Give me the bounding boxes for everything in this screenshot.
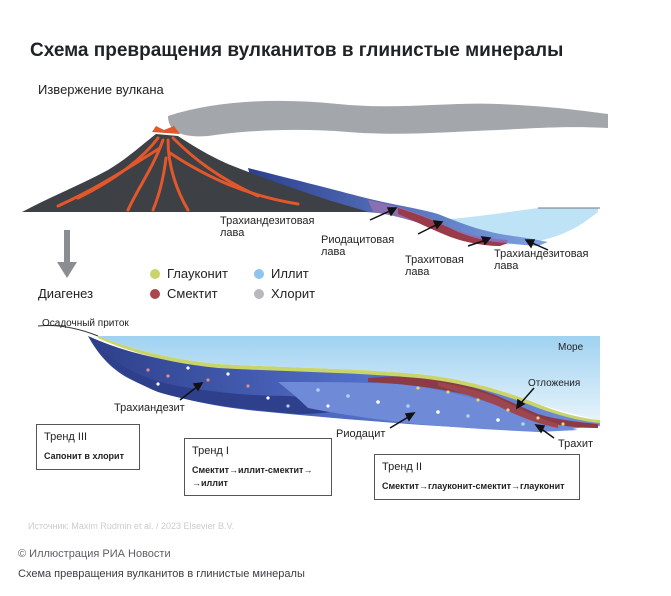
label-trachyandesite-lava-2: Трахиандезитовая лава xyxy=(494,248,589,272)
riodacite-layer xyxy=(278,382,578,432)
trend-box-1: Тренд I Смектит→иллит-смектит→ →иллит xyxy=(184,438,332,496)
source-note: Источник: Maxim Rudmin et al. / 2023 Els… xyxy=(28,521,235,531)
label-riodacite-lava: Риодацитовая лава xyxy=(321,234,395,258)
legend-item-smectite: Смектит xyxy=(150,286,218,301)
label-sea: Море xyxy=(558,342,584,353)
label-trachyte-lava: Трахитовая лава xyxy=(405,254,464,278)
trend-text: Смектит→иллит-смектит→ →иллит xyxy=(192,465,313,488)
diagram-figure: Схема превращения вулканитов в глинистые… xyxy=(18,18,654,542)
diagram-artwork xyxy=(22,100,608,439)
diagram-title: Схема превращения вулканитов в глинистые… xyxy=(30,40,564,61)
trend-box-2: Тренд II Смектит→глауконит-смектит→глаук… xyxy=(374,454,580,500)
sediment-inflow-line xyxy=(37,325,99,337)
trend-title: Тренд II xyxy=(382,461,422,473)
smoke-cloud xyxy=(168,100,608,137)
smectite-swatch-icon xyxy=(150,289,160,299)
smectite-layer xyxy=(368,376,598,428)
glauconite-swatch-icon xyxy=(150,269,160,279)
down-arrow-icon xyxy=(57,230,77,278)
trend-text: Сапонит в хлорит xyxy=(44,451,124,461)
label-riodacite: Риодацит xyxy=(336,428,386,440)
label-trachyte: Трахит xyxy=(558,438,594,450)
label-sediment-inflow: Осадочный приток xyxy=(42,318,129,329)
image-caption: Схема превращения вулканитов в глинистые… xyxy=(18,568,305,580)
trend-title: Тренд I xyxy=(192,445,229,457)
legend-item-illite: Иллит xyxy=(254,266,309,281)
mineral-particles xyxy=(146,366,565,426)
label-trachyandesite-lava: Трахиандезитовая лава xyxy=(220,215,315,239)
lower-sea xyxy=(98,336,600,420)
volcano xyxy=(22,134,368,212)
trachyte-lava-flow xyxy=(398,208,508,246)
trend-text: Смектит→глауконит-смектит→глауконит xyxy=(382,481,565,491)
image-credit: © Иллюстрация РИА Новости xyxy=(18,548,171,560)
upper-pointer-arrows xyxy=(369,207,549,251)
stage-diagenesis-label: Диагенез xyxy=(38,286,94,301)
label-trachyandesite: Трахиандезит xyxy=(114,402,185,414)
trend-title: Тренд III xyxy=(44,431,88,443)
legend-item-glauconite: Глауконит xyxy=(150,266,228,281)
lower-pointer-arrows xyxy=(179,382,555,439)
chlorite-swatch-icon xyxy=(254,289,264,299)
volcano-lava-streams xyxy=(56,136,300,212)
legend-item-chlorite: Хлорит xyxy=(254,286,315,301)
trend-box-3: Тренд III Сапонит в хлорит xyxy=(36,424,140,470)
illite-swatch-icon xyxy=(254,269,264,279)
stage-eruption-label: Извержение вулкана xyxy=(38,82,164,97)
label-deposits: Отложения xyxy=(528,378,581,389)
